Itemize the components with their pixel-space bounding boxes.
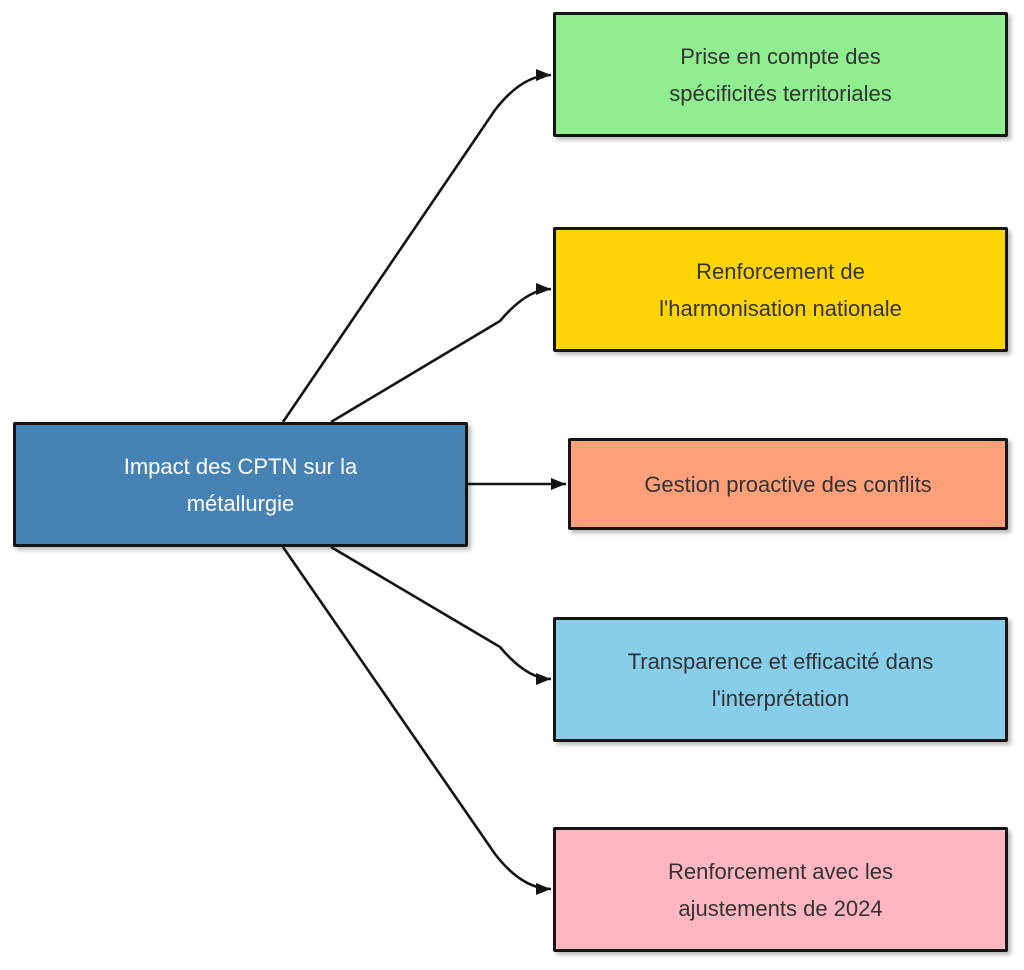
node-ajustements-2024-label: Renforcement avec les ajustements de 202… [668, 858, 893, 921]
node-transparence-efficacite-label: Transparence et efficacité dans l'interp… [627, 648, 934, 711]
connector-root-to-specificites [281, 69, 552, 423]
node-harmonisation-nationale-label: Renforcement de l'harmonisation national… [659, 258, 902, 321]
connector-root-to-transparence [330, 545, 552, 685]
node-gestion-conflits-label: Gestion proactive des conflits [644, 471, 932, 497]
node-transparence-efficacite: Transparence et efficacité dans l'interp… [553, 617, 1008, 742]
node-specificites-territoriales: Prise en compte des spécificités territo… [553, 12, 1008, 137]
node-gestion-conflits: Gestion proactive des conflits [568, 438, 1008, 530]
connector-root-to-ajustements [281, 546, 552, 895]
node-ajustements-2024: Renforcement avec les ajustements de 202… [553, 827, 1008, 952]
node-harmonisation-nationale: Renforcement de l'harmonisation national… [553, 227, 1008, 352]
connector-root-to-harmonisation [330, 283, 552, 424]
node-impact-cptn-label: Impact des CPTN sur la métallurgie [123, 453, 358, 516]
node-specificites-territoriales-label: Prise en compte des spécificités territo… [669, 43, 892, 106]
node-impact-cptn-root: Impact des CPTN sur la métallurgie [13, 422, 468, 547]
